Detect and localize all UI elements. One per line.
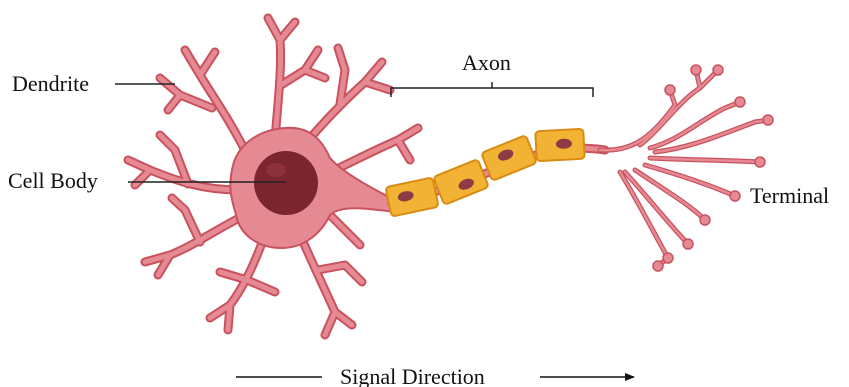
signal-direction: Signal Direction [236,364,634,387]
myelin-sheath [535,129,585,161]
terminal-label: Terminal [750,183,829,208]
cell-body-label: Cell Body [8,168,98,193]
myelin-sheath [385,177,438,216]
axon-label: Axon [462,50,511,75]
dendrite-label: Dendrite [12,71,89,96]
myelin-sheath [433,159,489,205]
myelin-sheath [481,135,537,181]
axon-terminals [600,65,773,271]
signal-direction-label: Signal Direction [340,364,485,387]
axon-bracket [391,82,593,97]
nucleus [254,151,318,215]
neuron [128,18,773,335]
